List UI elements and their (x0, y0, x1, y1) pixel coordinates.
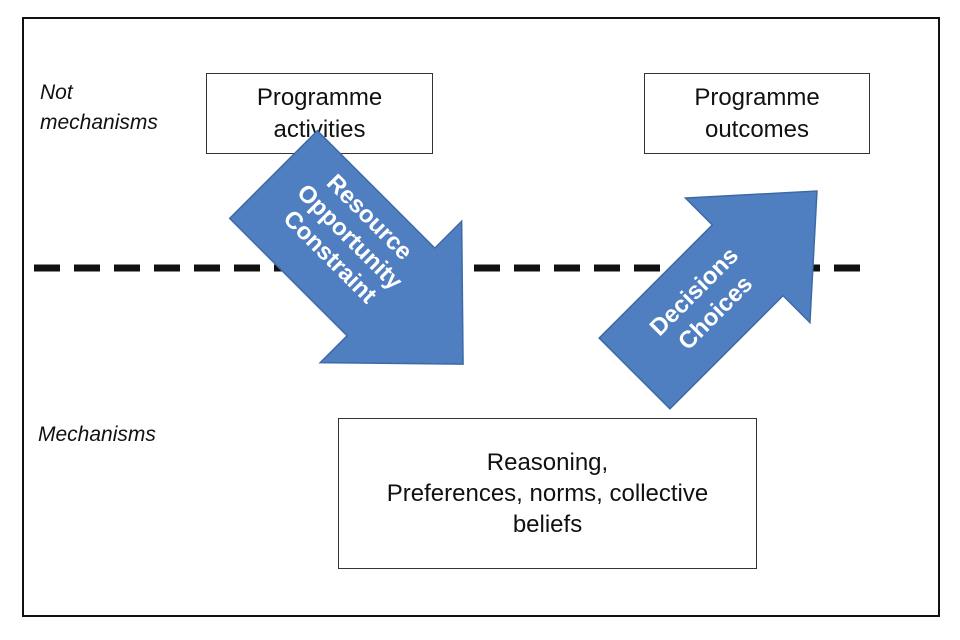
programme-outcomes-line-1: Programme (694, 84, 820, 112)
decisions-choices-arrow: Decisions Choices (598, 190, 818, 410)
reasoning-line-1: Reasoning, (486, 448, 609, 476)
programme-outcomes-box: Programme outcomes (644, 73, 870, 154)
mechanisms-label: Mechanisms (38, 423, 156, 446)
not-mechanisms-line-1: Not (40, 81, 73, 104)
programme-outcomes-line-2: outcomes (704, 115, 810, 143)
down-arrow-shape (228, 129, 464, 365)
not-mechanisms-label: Not mechanisms (40, 78, 158, 139)
up-arrow-shape (598, 190, 818, 410)
diagram-frame (22, 17, 940, 617)
programme-activities-line-1: Programme (256, 84, 383, 112)
not-mechanisms-line-2: mechanisms (40, 111, 158, 135)
reasoning-line-3: beliefs (512, 511, 583, 539)
reasoning-line-2: Preferences, norms, collective (386, 479, 709, 507)
reasoning-box: Reasoning, Preferences, norms, collectiv… (338, 418, 757, 569)
resource-opportunity-constraint-arrow: Resource Opportunity Constraint (228, 129, 464, 365)
